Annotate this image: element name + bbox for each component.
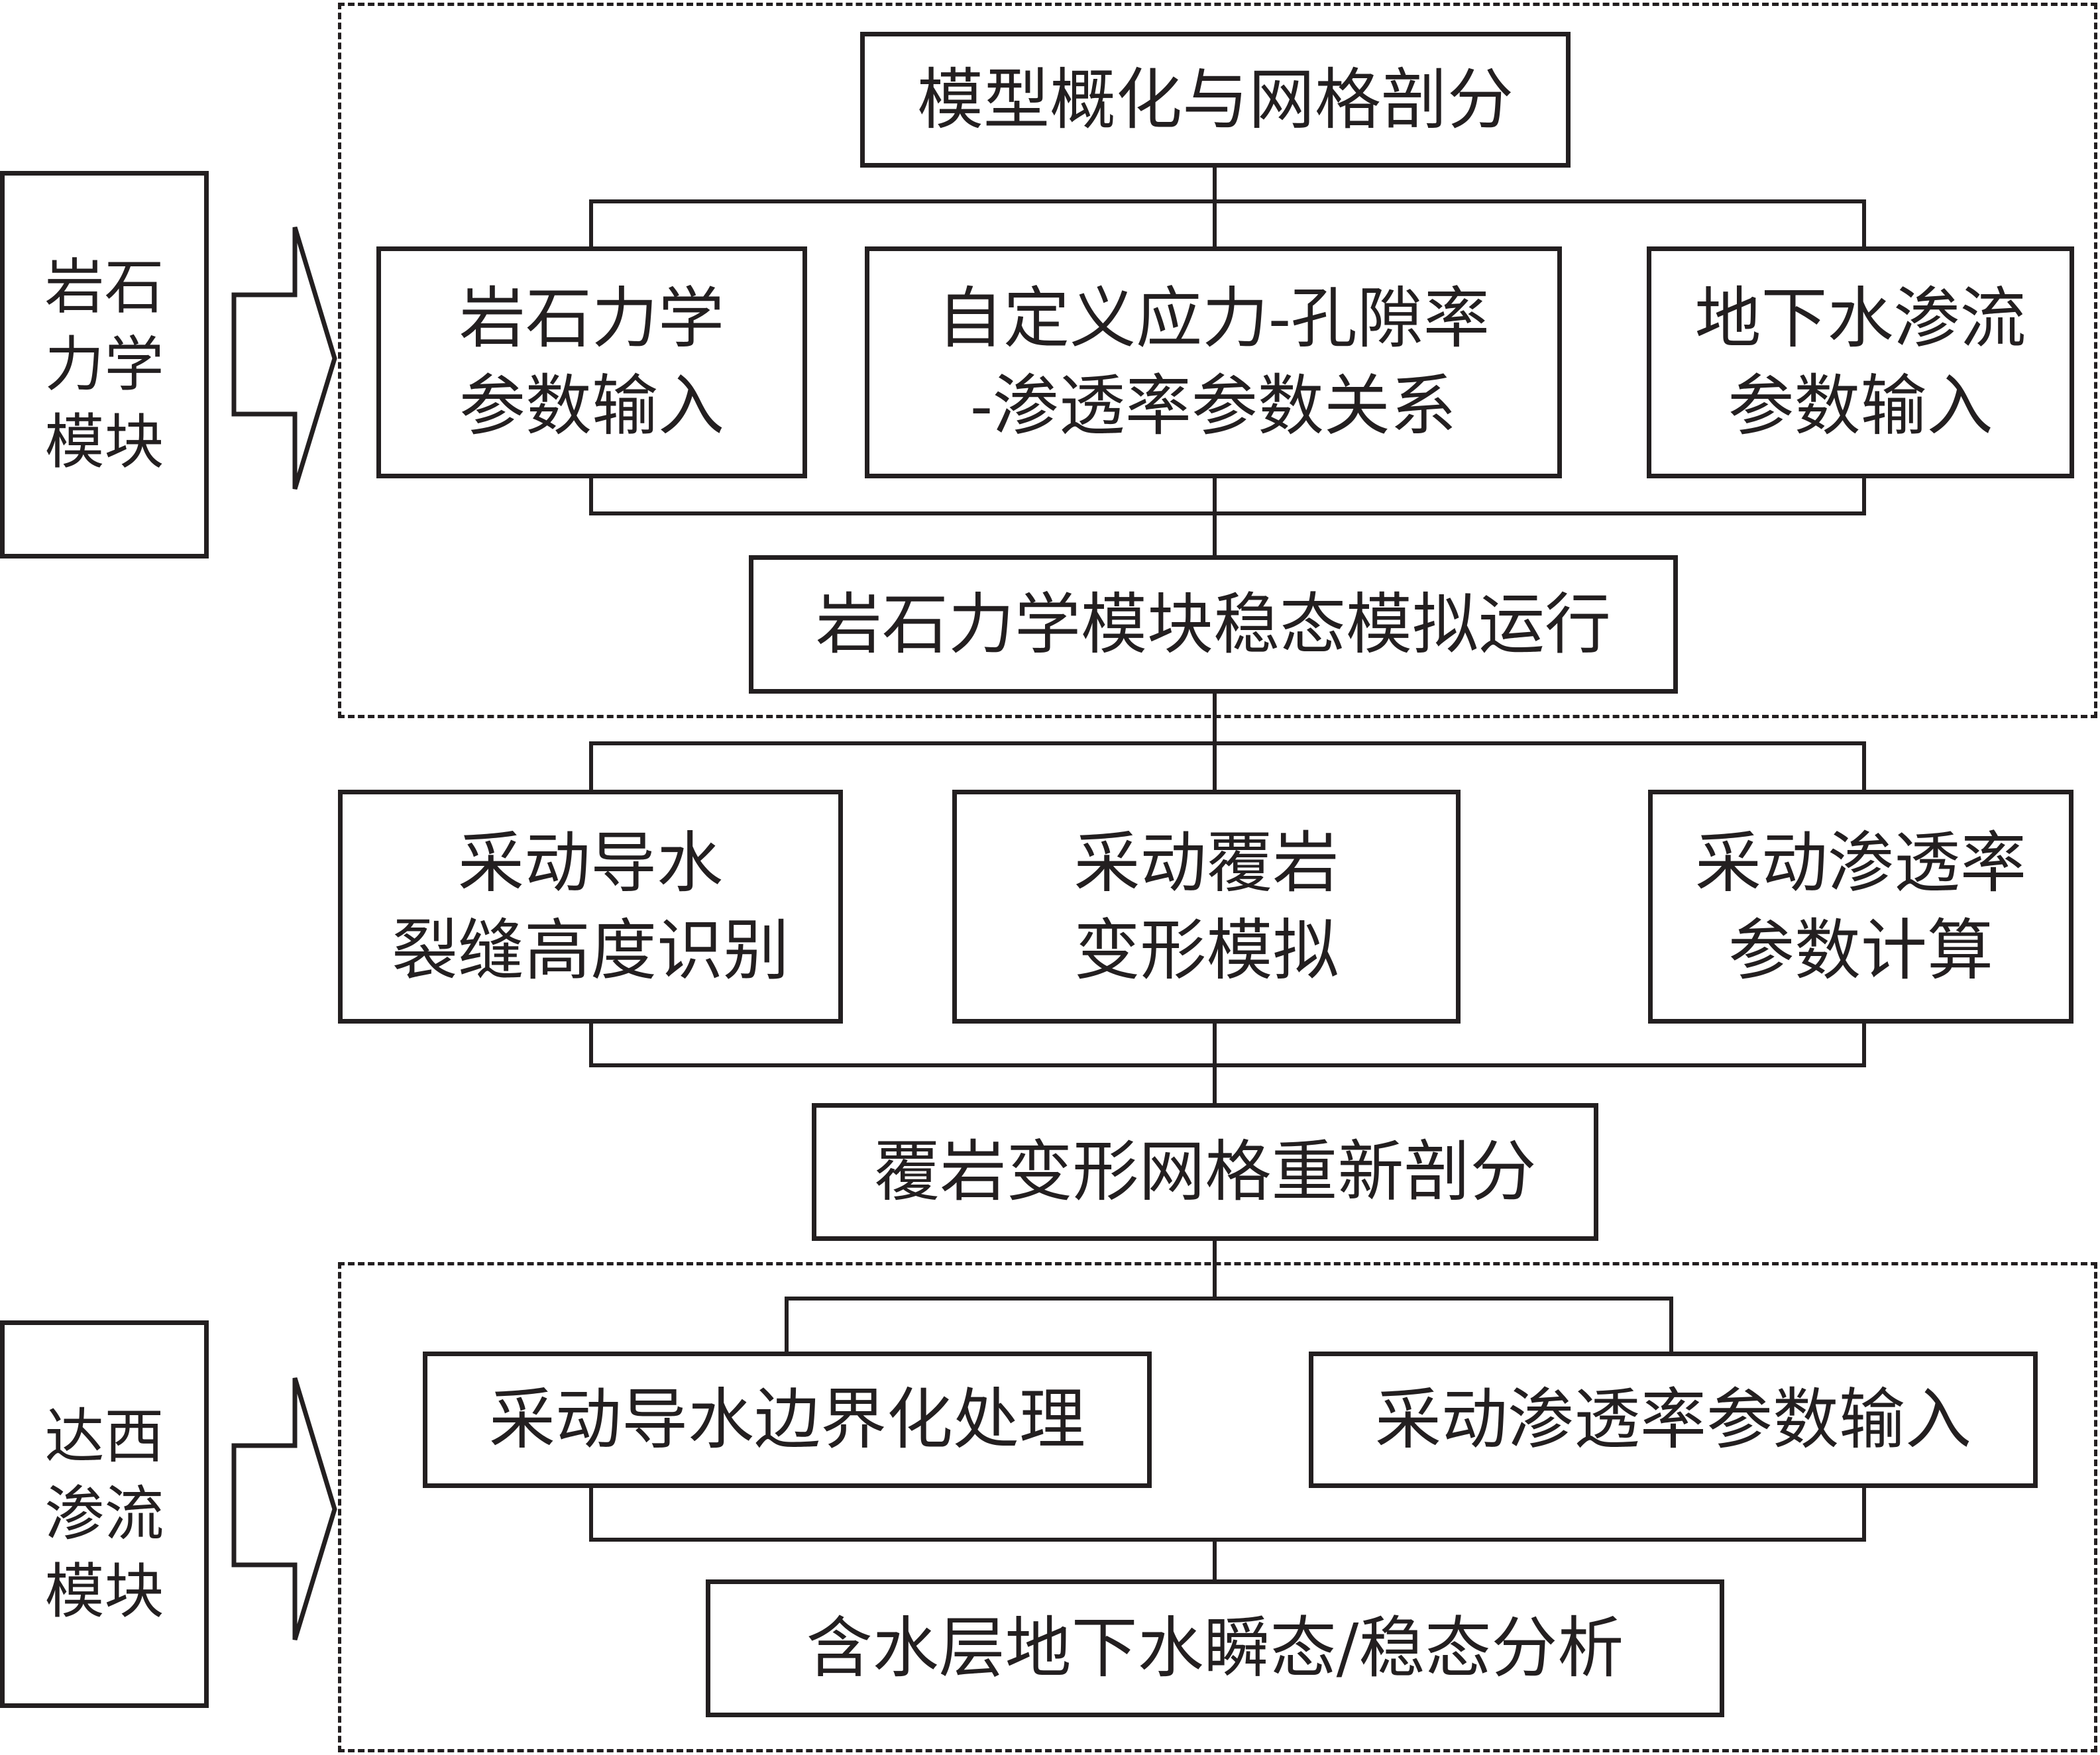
aquifer-analysis-box: 含水层地下水瞬态/稳态分析 [706, 1579, 1724, 1717]
perm-calc-box: 采动渗透率 参数计算 [1648, 790, 2073, 1024]
rock-module-region [338, 3, 2097, 718]
fracture-height-box: 采动导水 裂缝高度识别 [338, 790, 843, 1024]
overburden-deform-box: 采动覆岩 变形模拟 [952, 790, 1461, 1024]
right-arrow-icon [231, 1377, 337, 1641]
perm-input-box: 采动渗透率参数输入 [1309, 1352, 2038, 1488]
darcy-module-region [338, 1262, 2097, 1752]
custom-relation-box: 自定义应力-孔隙率 -渗透率参数关系 [865, 246, 1562, 478]
right-arrow-icon [231, 226, 337, 490]
darcy-seepage-module-label: 达西 渗流 模块 [0, 1320, 209, 1708]
rock-params-box: 岩石力学 参数输入 [376, 246, 807, 478]
boundary-box: 采动导水边界化处理 [423, 1352, 1152, 1488]
groundwater-params-box: 地下水渗流 参数输入 [1647, 246, 2074, 478]
steady-run-box: 岩石力学模块稳态模拟运行 [749, 555, 1678, 694]
model-mesh-box: 模型概化与网格剖分 [860, 32, 1571, 168]
remesh-box: 覆岩变形网格重新剖分 [812, 1103, 1598, 1241]
rock-mechanics-module-label: 岩石 力学 模块 [0, 171, 209, 558]
